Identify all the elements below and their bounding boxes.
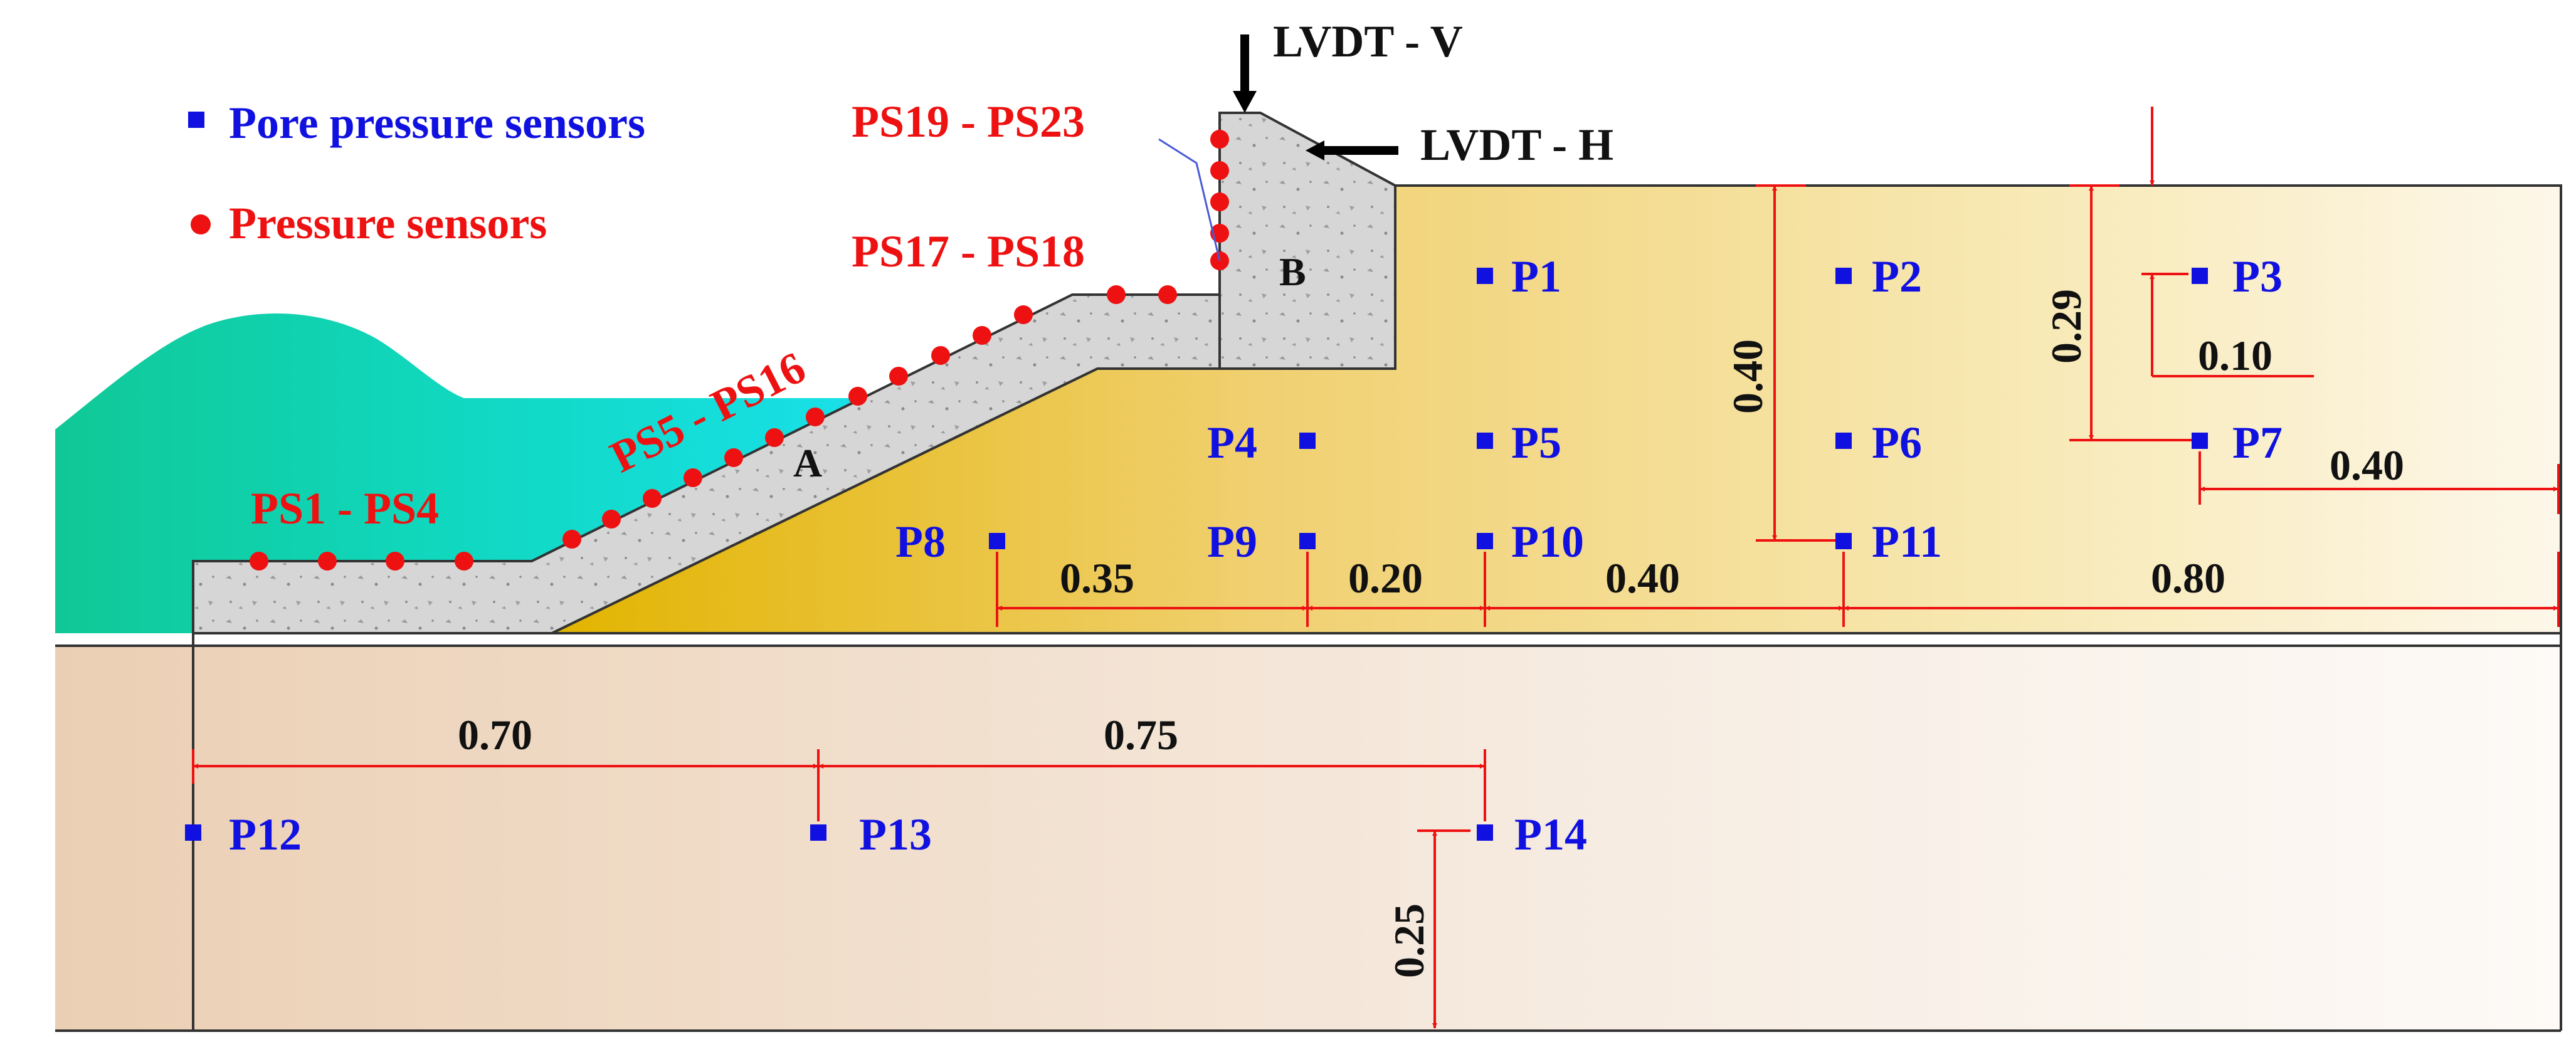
pore-sensor-p11-label: P11: [1872, 517, 1942, 567]
pore-sensor-p2-marker: [1835, 268, 1852, 284]
pore-sensor-p5-label: P5: [1511, 418, 1561, 468]
pore-sensor-p3-label: P3: [2232, 251, 2283, 302]
ps-group-4-leader: [1158, 138, 1221, 261]
dim-label-040a: 0.40: [1605, 554, 1680, 602]
legend-pore-label: Pore pressure sensors: [229, 98, 645, 148]
pore-sensor-p9-label: P9: [1207, 517, 1257, 567]
dim-label-070: 0.70: [458, 711, 532, 759]
dim-label-075: 0.75: [1104, 711, 1178, 759]
pore-sensor-p2-label: P2: [1872, 251, 1922, 302]
pore-sensor-p1-marker: [1477, 268, 1493, 284]
pressure-sensor: [318, 552, 337, 571]
pressure-sensor: [1210, 161, 1229, 180]
dim-label-035: 0.35: [1060, 554, 1134, 602]
pressure-sensor: [848, 387, 867, 406]
ps-group-3-label: PS17 - PS18: [852, 226, 1085, 276]
pressure-sensor: [1107, 285, 1126, 304]
pore-sensor-p7-label: P7: [2232, 418, 2283, 468]
pressure-sensor: [455, 552, 473, 571]
pressure-sensor: [386, 552, 404, 571]
pore-sensor-p9-marker: [1299, 533, 1316, 549]
pore-sensor-p1-label: P1: [1511, 251, 1561, 302]
dim-label-020: 0.20: [1348, 554, 1423, 602]
lvdt-h-arrow: [1306, 140, 1324, 160]
pore-sensor-p10-label: P10: [1511, 517, 1584, 567]
pore-sensor-p6-marker: [1835, 433, 1852, 449]
dim-label-040v: 0.40: [1724, 339, 1771, 414]
dim-label-040b: 0.40: [2330, 441, 2404, 489]
pressure-sensor: [724, 448, 743, 467]
dimension-lines: [192, 107, 2560, 1028]
ps-group-4-label: PS19 - PS23: [852, 97, 1085, 147]
lvdt-v-label: LVDT - V: [1273, 16, 1463, 66]
legend-pressure-label: Pressure sensors: [229, 198, 547, 248]
pore-sensor-p4-marker: [1299, 433, 1316, 449]
pore-sensor-p7-marker: [2192, 433, 2208, 449]
pore-sensor-p8-label: P8: [895, 517, 946, 567]
pressure-sensor: [1210, 192, 1229, 211]
pore-sensors: [185, 268, 2208, 841]
pore-sensor-p4-label: P4: [1207, 418, 1257, 468]
dim-label-080: 0.80: [2151, 554, 2225, 602]
pressure-sensor: [1210, 130, 1229, 149]
pore-sensor-p10-marker: [1477, 533, 1493, 549]
pressure-sensor: [931, 346, 950, 365]
pore-sensor-p3-marker: [2192, 268, 2208, 284]
lvdt-h-label: LVDT - H: [1420, 120, 1613, 170]
region-a-label: A: [793, 441, 822, 485]
legend-pore-marker: [188, 112, 204, 128]
seabed-layer: [55, 646, 2561, 1031]
ps-group-1-label: PS1 - PS4: [251, 483, 439, 534]
pore-sensor-p14-marker: [1477, 824, 1493, 841]
dim-label-010: 0.10: [2198, 332, 2272, 379]
dim-label-029: 0.29: [2042, 289, 2090, 364]
dim-label-025: 0.25: [1385, 903, 1433, 978]
pressure-sensor: [765, 428, 784, 447]
pressure-sensor: [643, 489, 662, 508]
pore-sensor-p8-marker: [989, 533, 1005, 549]
legend-pressure-marker: [191, 214, 211, 234]
lvdt-v-arrow: [1233, 91, 1257, 113]
pressure-sensor: [1158, 285, 1177, 304]
pressure-sensor: [602, 510, 621, 529]
pressure-sensor: [684, 468, 702, 487]
pore-sensor-p12-marker: [185, 824, 201, 841]
pressure-sensor: [250, 552, 268, 571]
pressure-sensor: [889, 367, 908, 386]
pore-sensor-p12-label: P12: [229, 809, 302, 860]
pore-sensor-p5-marker: [1477, 433, 1493, 449]
pore-sensor-p11-marker: [1835, 533, 1852, 549]
pore-sensor-p13-label: P13: [859, 809, 932, 860]
pressure-sensor: [806, 408, 825, 426]
pressure-sensor: [973, 326, 991, 345]
pressure-sensor: [1014, 305, 1033, 324]
pore-sensor-p6-label: P6: [1872, 418, 1922, 468]
pore-sensor-p14-label: P14: [1514, 809, 1587, 860]
pore-sensor-p13-marker: [810, 824, 826, 841]
region-b-label: B: [1279, 250, 1306, 294]
pressure-sensor: [562, 530, 581, 549]
